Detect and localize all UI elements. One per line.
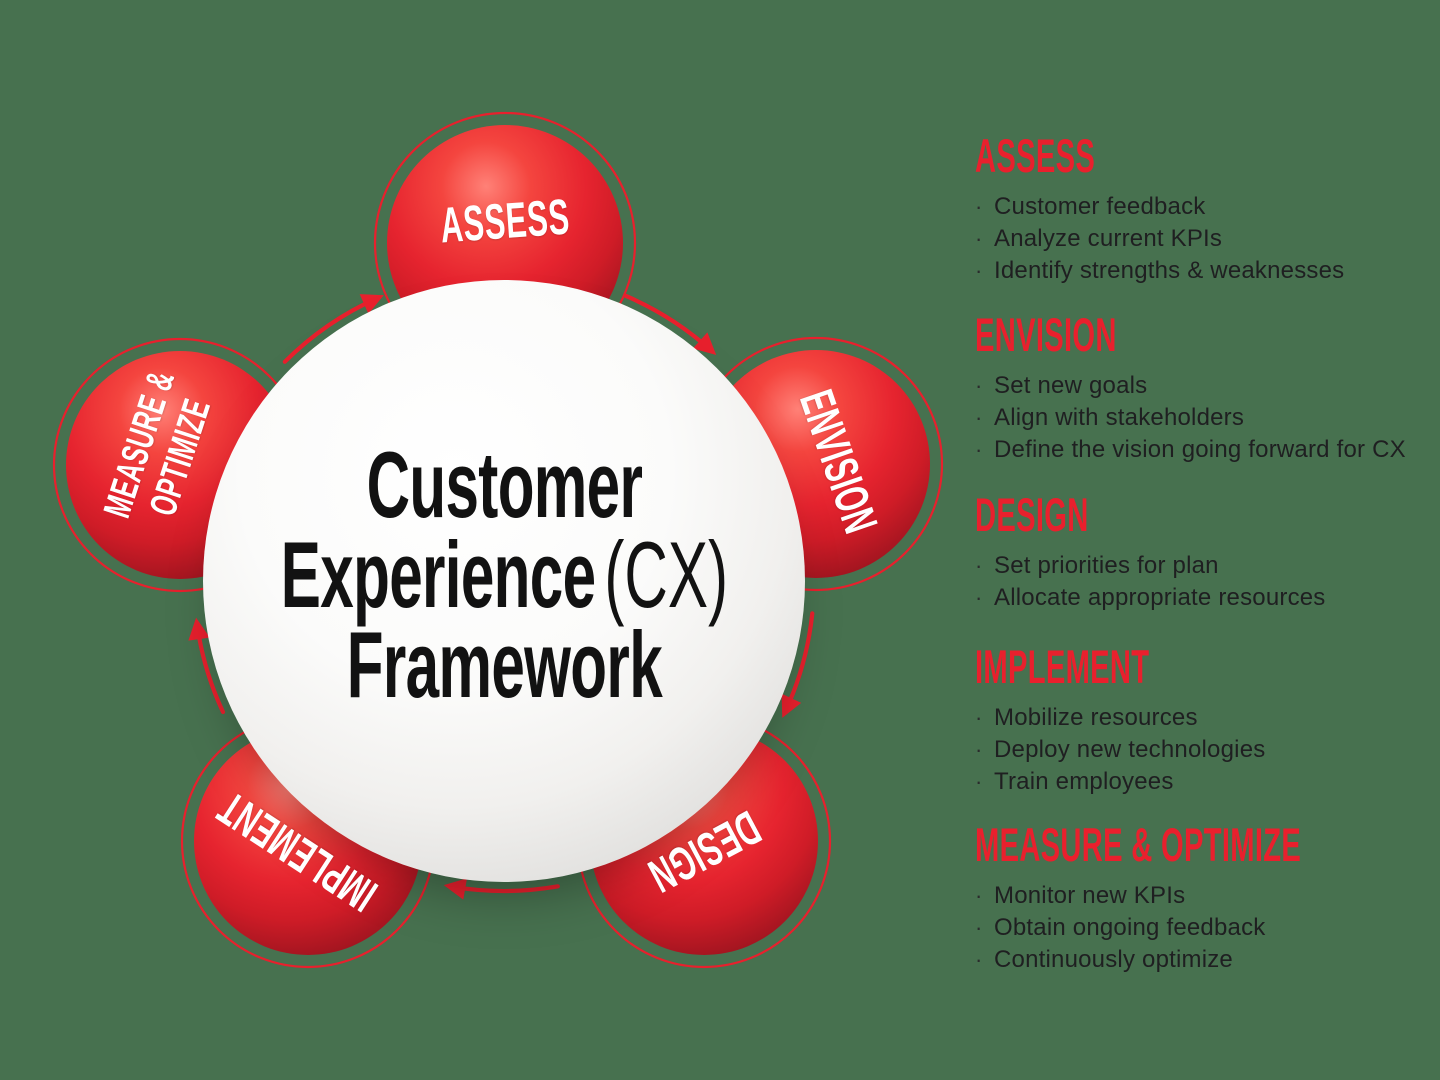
section-heading-implement: IMPLEMENT [975,640,1150,693]
section-measure-optimize: MEASURE & OPTIMIZE ·Monitor new KPIs ·Ob… [975,821,1430,976]
bullet-list-design: ·Set priorities for plan ·Allocate appro… [975,550,1430,614]
center-title-line2: Experience(CX) [280,527,727,621]
center-title-line3: Framework [346,612,662,718]
bullet-item: ·Define the vision going forward for CX [975,434,1430,466]
section-design: DESIGN ·Set priorities for plan ·Allocat… [975,491,1430,614]
section-assess: ASSESS ·Customer feedback ·Analyze curre… [975,132,1430,287]
bullet-item: ·Monitor new KPIs [975,880,1430,912]
bullet-dot-icon: · [975,405,983,430]
bullet-item: ·Set new goals [975,370,1430,402]
center-title: Customer Experience(CX) Framework [155,431,854,718]
bullet-item: ·Align with stakeholders [975,402,1430,434]
bullet-dot-icon: · [975,373,983,398]
section-heading-measure-optimize: MEASURE & OPTIMIZE [975,818,1302,871]
bullet-list-implement: ·Mobilize resources ·Deploy new technolo… [975,702,1430,798]
flow-arrow-envision-to-design [781,611,815,718]
bullet-dot-icon: · [975,705,983,730]
bullet-dot-icon: · [975,437,983,462]
bullet-dot-icon: · [975,883,983,908]
center-title-line2-main: Experience [280,521,596,627]
bullet-item: ·Analyze current KPIs [975,223,1430,255]
bullet-list-measure-optimize: ·Monitor new KPIs ·Obtain ongoing feedba… [975,880,1430,976]
center-title-line1: Customer [366,431,642,537]
bullet-item: ·Allocate appropriate resources [975,582,1430,614]
bullet-item: ·Set priorities for plan [975,550,1430,582]
bullet-dot-icon: · [975,769,983,794]
bullet-dot-icon: · [975,585,983,610]
flow-arrow-design-to-implement [443,878,560,900]
bullet-item: ·Identify strengths & weaknesses [975,255,1430,287]
bullet-dot-icon: · [975,947,983,972]
bullet-item: ·Train employees [975,766,1430,798]
bullet-dot-icon: · [975,737,983,762]
bullet-item: ·Mobilize resources [975,702,1430,734]
flow-arrow-assess-to-envision [623,293,717,355]
bullet-dot-icon: · [975,226,983,251]
bullet-dot-icon: · [975,194,983,219]
center-circle: Customer Experience(CX) Framework [203,280,805,882]
section-envision: ENVISION ·Set new goals ·Align with stak… [975,311,1430,466]
bullet-item: ·Continuously optimize [975,944,1430,976]
flow-arrow-measure-to-assess [282,294,384,364]
bullet-dot-icon: · [975,258,983,283]
bullet-dot-icon: · [975,553,983,578]
bullet-list-envision: ·Set new goals ·Align with stakeholders … [975,370,1430,466]
bullet-item: ·Obtain ongoing feedback [975,912,1430,944]
sphere-label-assess: ASSESS [438,188,572,254]
center-title-line2-paren: (CX) [603,521,728,627]
bullet-item: ·Customer feedback [975,191,1430,223]
section-heading-design: DESIGN [975,488,1089,541]
bullet-item: ·Deploy new technologies [975,734,1430,766]
section-heading-envision: ENVISION [975,308,1117,361]
bullet-list-assess: ·Customer feedback ·Analyze current KPIs… [975,191,1430,287]
bullet-dot-icon: · [975,915,983,940]
section-heading-assess: ASSESS [975,129,1096,182]
flow-arrow-implement-to-measure [188,617,226,715]
section-implement: IMPLEMENT ·Mobilize resources ·Deploy ne… [975,643,1430,798]
